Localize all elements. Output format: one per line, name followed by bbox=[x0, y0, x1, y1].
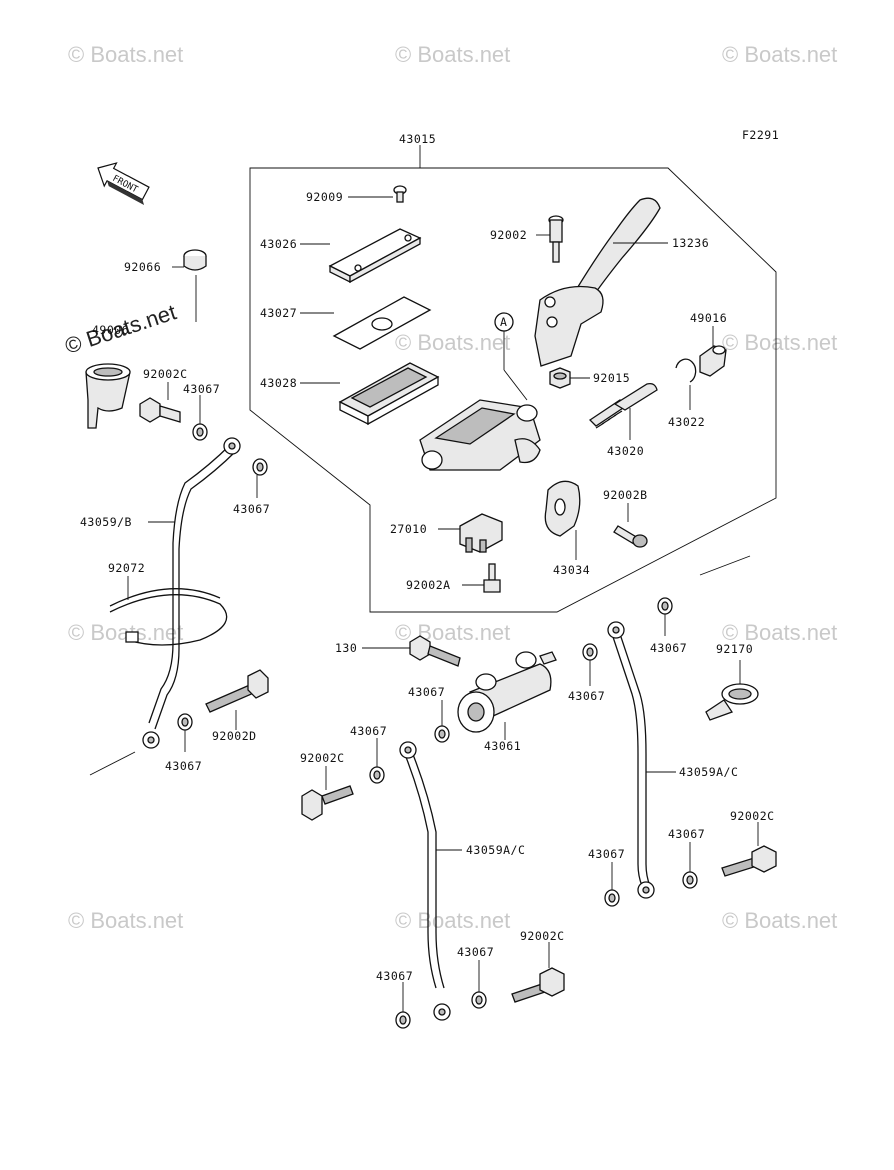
hose-43059AC-right bbox=[607, 621, 676, 899]
lever-13236 bbox=[534, 197, 668, 367]
assembly-outline bbox=[249, 167, 777, 613]
label-43059B: 43059/B bbox=[80, 515, 132, 529]
washer-43067-j bbox=[471, 960, 487, 1009]
label-43026: 43026 bbox=[260, 237, 297, 251]
banjo-bolt-92002C-mid bbox=[301, 766, 354, 821]
label-43034: 43034 bbox=[553, 563, 590, 577]
watermark: © Boats.net bbox=[722, 330, 837, 355]
label-43067-e: 43067 bbox=[568, 689, 605, 703]
callout-letter: A bbox=[500, 315, 507, 329]
bolt-92002-top bbox=[536, 215, 564, 263]
bolt-92002B bbox=[613, 503, 648, 548]
watermark: © Boats.net bbox=[68, 908, 183, 933]
front-arrow-icon: FRONT bbox=[97, 162, 150, 205]
circlip-43022 bbox=[675, 358, 697, 410]
clamp-92170 bbox=[705, 660, 759, 721]
piston-43020 bbox=[588, 382, 658, 440]
label-49016: 49016 bbox=[690, 311, 727, 325]
label-43067-i: 43067 bbox=[588, 847, 625, 861]
washer-43067-b bbox=[252, 458, 268, 498]
washer-43067-k bbox=[395, 982, 411, 1029]
label-92170: 92170 bbox=[716, 642, 753, 656]
washer-43067-a bbox=[192, 395, 208, 441]
label-43067-h: 43067 bbox=[668, 827, 705, 841]
clamp-43034 bbox=[544, 480, 581, 560]
label-43067-a: 43067 bbox=[183, 382, 220, 396]
master-cylinder-body bbox=[419, 399, 541, 471]
watermark: © Boats.net bbox=[722, 620, 837, 645]
washer-43067-e bbox=[582, 643, 598, 686]
watermark: © Boats.net bbox=[395, 42, 510, 67]
label-92002D: 92002D bbox=[212, 729, 257, 743]
direction-line-right bbox=[699, 555, 751, 576]
watermark: © Boats.net bbox=[722, 908, 837, 933]
watermark: © Boats.net bbox=[395, 908, 510, 933]
label-43027: 43027 bbox=[260, 306, 297, 320]
boot-49006 bbox=[85, 363, 131, 429]
label-43067-b: 43067 bbox=[233, 502, 270, 516]
watermark: © Boats.net bbox=[722, 42, 837, 67]
cap-92066 bbox=[172, 249, 207, 322]
label-43059AC-right: 43059A/C bbox=[679, 765, 738, 779]
label-92002C-left: 92002C bbox=[143, 367, 188, 381]
screw-92002A bbox=[462, 563, 501, 593]
label-92009: 92009 bbox=[306, 190, 343, 204]
label-92002C-right: 92002C bbox=[730, 809, 775, 823]
label-43067-k: 43067 bbox=[376, 969, 413, 983]
watermarks: © Boats.net © Boats.net © Boats.net © Bo… bbox=[62, 42, 837, 933]
label-92002C-mid: 92002C bbox=[300, 751, 345, 765]
watermark: © Boats.net bbox=[68, 42, 183, 67]
label-27010: 27010 bbox=[390, 522, 427, 536]
label-43067-c: 43067 bbox=[165, 759, 202, 773]
label-43061: 43061 bbox=[484, 739, 521, 753]
label-92066: 92066 bbox=[124, 260, 161, 274]
washer-43067-i bbox=[604, 862, 620, 907]
label-43067-j: 43067 bbox=[457, 945, 494, 959]
master-cylinder-43061 bbox=[457, 651, 557, 740]
diaphragm-43028 bbox=[300, 362, 440, 426]
bolt-92002D bbox=[205, 669, 269, 730]
label-43022: 43022 bbox=[668, 415, 705, 429]
screw-92009 bbox=[348, 185, 407, 203]
label-43059AC-mid: 43059A/C bbox=[466, 843, 525, 857]
reservoir-cap-43026 bbox=[300, 228, 422, 284]
label-92002B: 92002B bbox=[603, 488, 648, 502]
switch-27010 bbox=[438, 513, 503, 553]
label-43028: 43028 bbox=[260, 376, 297, 390]
label-130: 130 bbox=[335, 641, 357, 655]
label-43067-f: 43067 bbox=[650, 641, 687, 655]
label-92072: 92072 bbox=[108, 561, 145, 575]
hose-guide-92072 bbox=[109, 576, 228, 646]
washer-43067-h bbox=[682, 842, 698, 889]
label-43067-d: 43067 bbox=[408, 685, 445, 699]
nut-92015 bbox=[549, 367, 590, 389]
plate-43027 bbox=[300, 296, 432, 350]
banjo-bolt-92002C-right bbox=[721, 822, 777, 877]
label-43015: 43015 bbox=[399, 132, 436, 146]
bolt-130 bbox=[362, 635, 461, 667]
banjo-bolt-92002C-left bbox=[139, 382, 181, 423]
figure-code: F2291 bbox=[742, 128, 779, 142]
washer-43067-d bbox=[434, 700, 450, 743]
boot-49016 bbox=[699, 326, 727, 377]
washer-43067-g bbox=[369, 738, 385, 784]
hose-43059AC-mid bbox=[399, 741, 462, 1021]
label-43020: 43020 bbox=[607, 444, 644, 458]
label-92002C-bottom: 92002C bbox=[520, 929, 565, 943]
label-13236: 13236 bbox=[672, 236, 709, 250]
label-49006: 49006 bbox=[92, 323, 129, 337]
callout-a: A bbox=[494, 312, 528, 401]
direction-line-left bbox=[89, 751, 136, 776]
watermark: © Boats.net bbox=[395, 330, 510, 355]
banjo-bolt-92002C-bottom bbox=[511, 942, 565, 1003]
washer-43067-f bbox=[657, 597, 673, 636]
label-92015: 92015 bbox=[593, 371, 630, 385]
label-92002-top: 92002 bbox=[490, 228, 527, 242]
label-92002A: 92002A bbox=[406, 578, 451, 592]
washer-43067-c bbox=[177, 713, 193, 752]
hose-43059B bbox=[142, 437, 241, 749]
label-43067-g: 43067 bbox=[350, 724, 387, 738]
